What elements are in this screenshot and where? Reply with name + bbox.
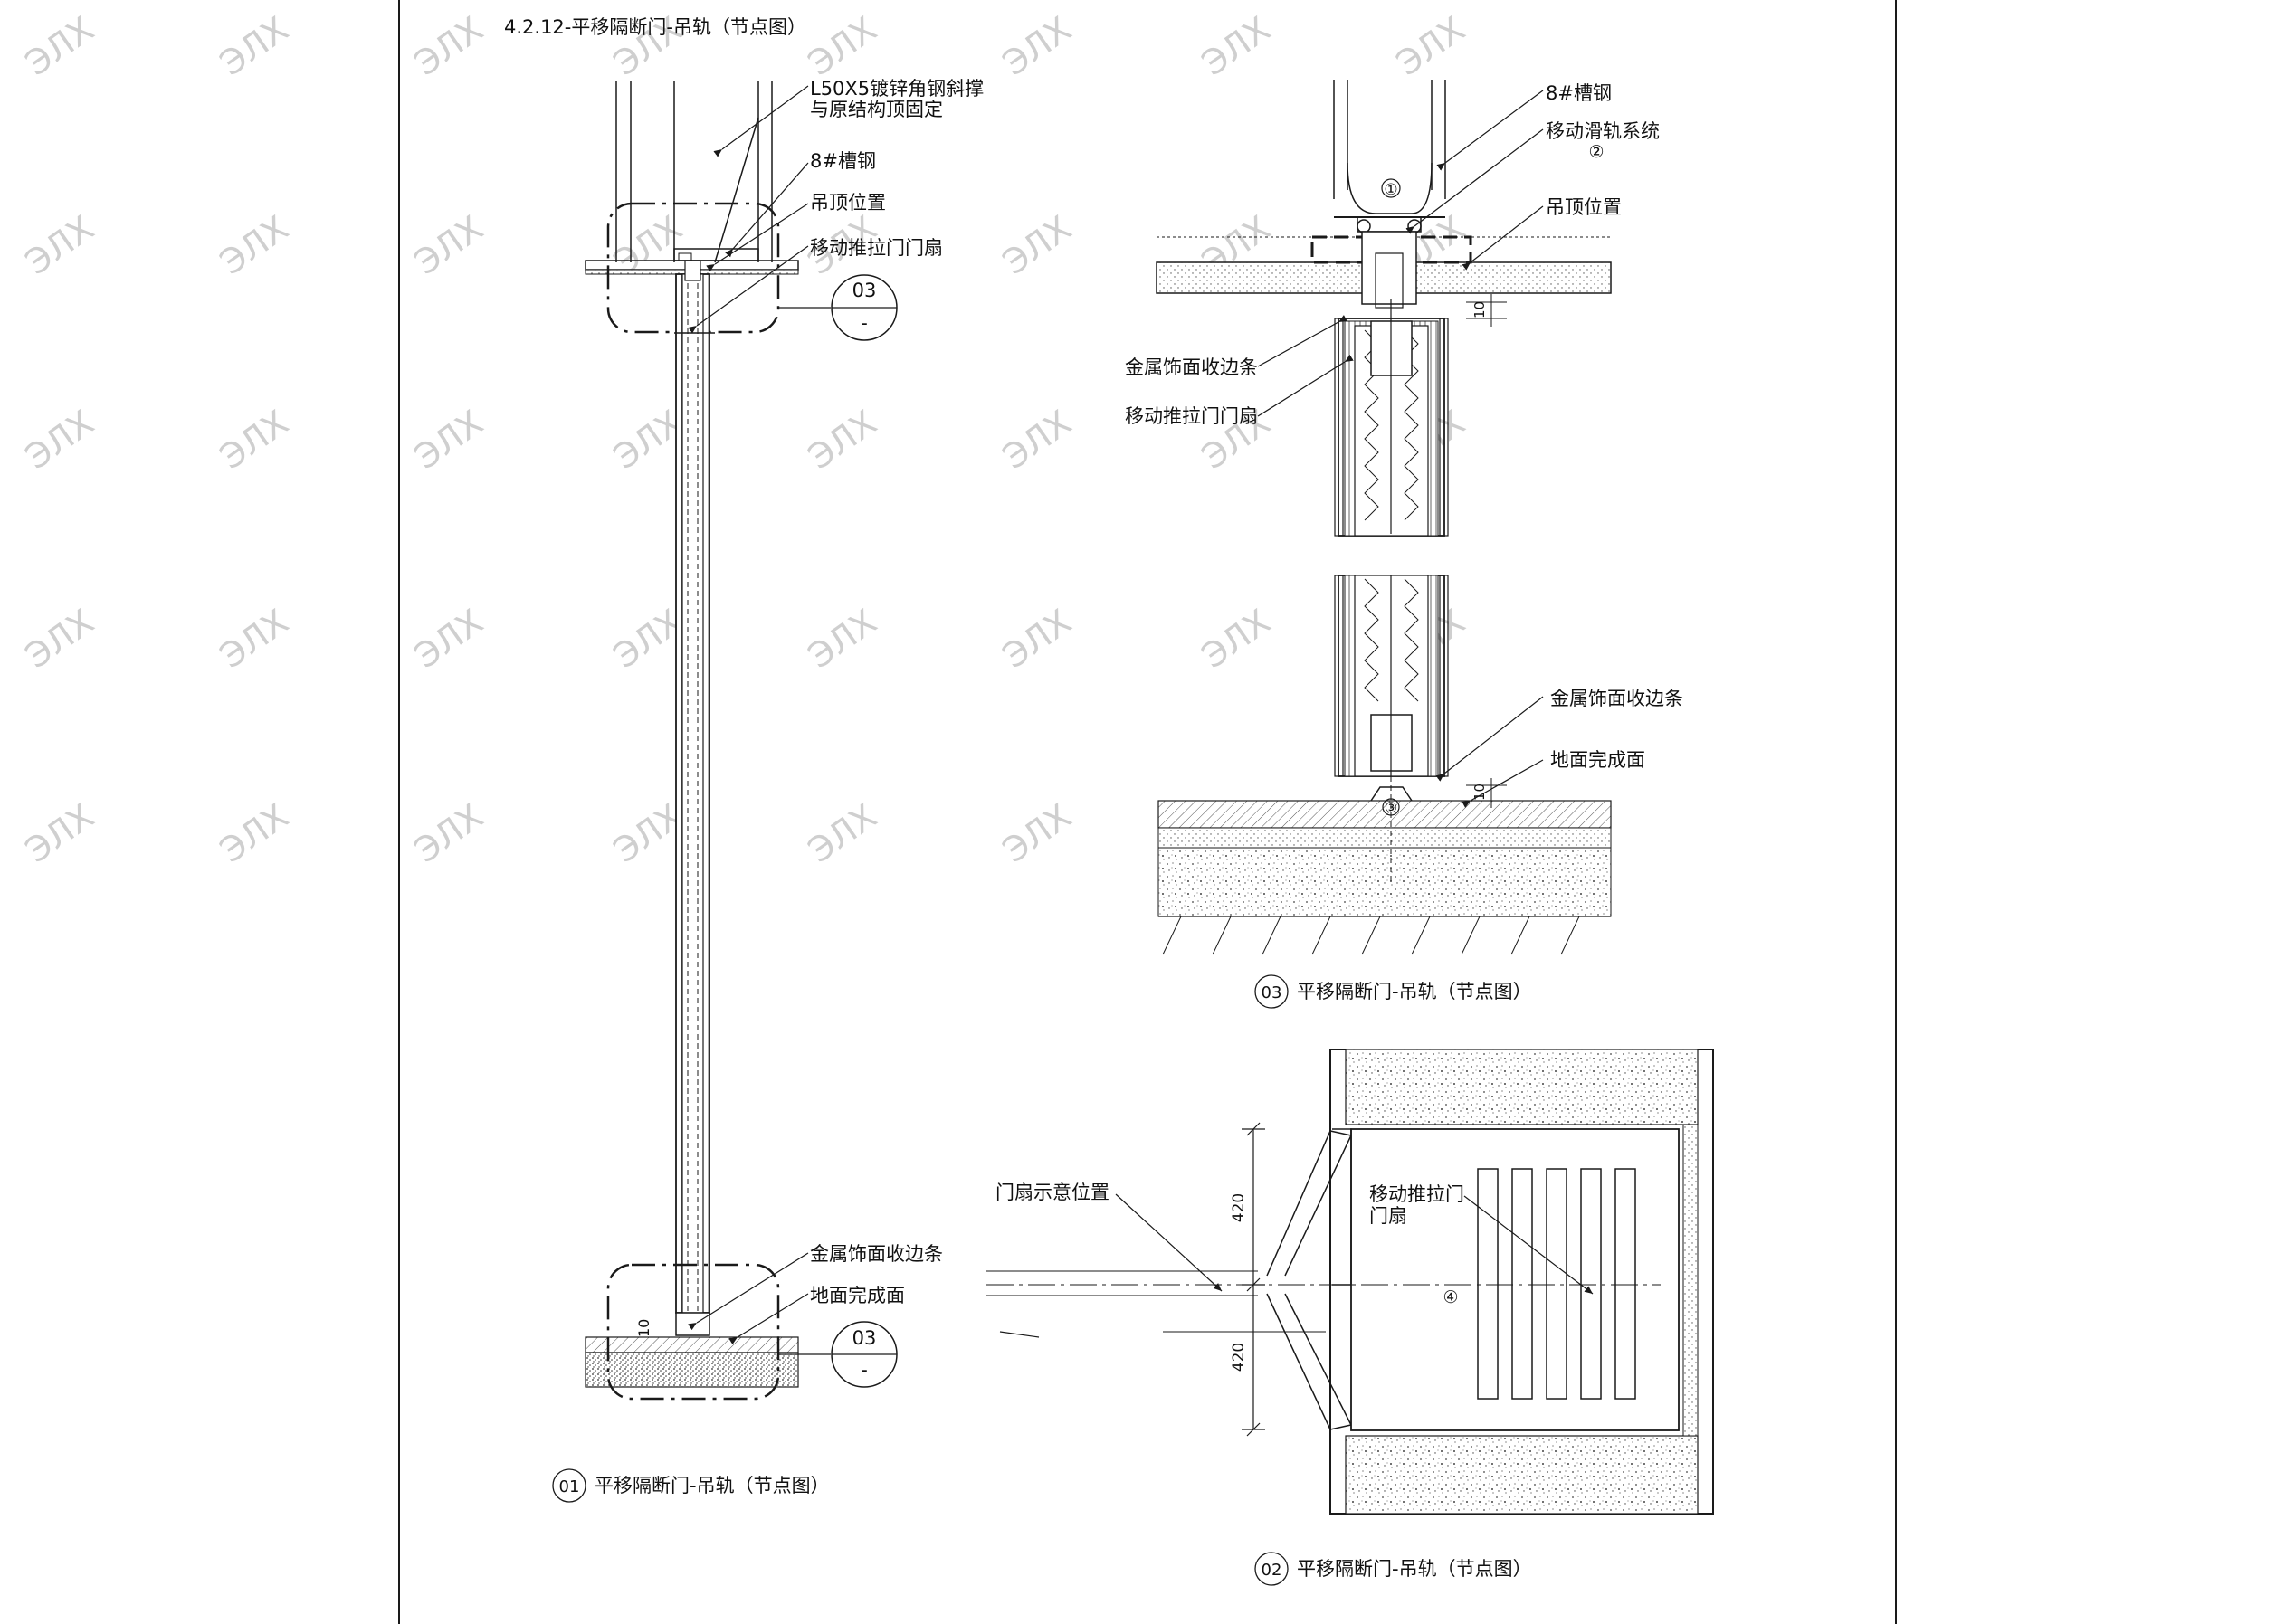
- detail-02: [986, 1049, 1714, 1586]
- detail-01: [552, 81, 898, 1503]
- watermark-mark: ЭЛХ: [407, 9, 490, 84]
- watermark-mark: ЭЛХ: [213, 208, 296, 283]
- d02-door-leaf-label-2: 门扇: [1369, 1205, 1407, 1227]
- d01-callout-bottom-sheet: -: [861, 1359, 868, 1381]
- d01-trim-label: 金属饰面收边条: [810, 1243, 943, 1265]
- d03-marker-2: ②: [1588, 142, 1604, 162]
- d03-dim-top: 10: [1471, 301, 1488, 318]
- watermark-mark: ЭЛХ: [18, 796, 101, 871]
- watermark-mark: ЭЛХ: [213, 602, 296, 677]
- d03-caption: 平移隔断门-吊轨（节点图）: [1297, 981, 1532, 1002]
- d01-caption: 平移隔断门-吊轨（节点图）: [595, 1475, 830, 1496]
- watermark-mark: ЭЛХ: [995, 208, 1079, 283]
- d02-dim-lower: 420: [1230, 1343, 1248, 1372]
- watermark-mark: ЭЛХ: [801, 796, 884, 871]
- d03-dim-bottom: 10: [1471, 784, 1488, 801]
- watermark-mark: ЭЛХ: [1195, 9, 1278, 84]
- d03-floor-label: 地面完成面: [1550, 749, 1645, 771]
- d01-callout-top-number: 03: [852, 280, 877, 301]
- watermark-mark: ЭЛХ: [18, 208, 101, 283]
- d03-trim-bottom-label: 金属饰面收边条: [1550, 688, 1683, 709]
- d03-door-leaf-label: 移动推拉门门扇: [1125, 405, 1258, 427]
- d01-dim-bottom: 10: [635, 1319, 652, 1337]
- watermark-layer: ЭЛХ ЭЛХ ЭЛХ ЭЛХ ЭЛХ ЭЛХ ЭЛХ ЭЛХ ЭЛХ ЭЛХ ЭЛХ ЭЛХ ЭЛХ Э…: [18, 9, 1472, 871]
- watermark-mark: ЭЛХ: [407, 796, 490, 871]
- d02-marker-4: ④: [1443, 1287, 1458, 1307]
- d01-caption-number: 01: [559, 1477, 580, 1496]
- detail-03: [1156, 80, 1612, 1009]
- d01-brace-label-1: L50X5镀锌角钢斜撑: [810, 78, 984, 100]
- watermark-mark: ЭЛХ: [801, 9, 884, 84]
- watermark-mark: ЭЛХ: [1195, 602, 1278, 677]
- watermark-mark: ЭЛХ: [995, 403, 1079, 478]
- d01-ceiling-label: 吊顶位置: [810, 192, 886, 214]
- watermark-mark: ЭЛХ: [1389, 9, 1472, 84]
- watermark-mark: ЭЛХ: [801, 602, 884, 677]
- watermark-mark: ЭЛХ: [213, 796, 296, 871]
- watermark-mark: ЭЛХ: [407, 602, 490, 677]
- d03-marker-3: ③: [1385, 799, 1397, 816]
- watermark-mark: ЭЛХ: [995, 796, 1079, 871]
- d01-callout-top-sheet: -: [861, 312, 868, 334]
- watermark-mark: ЭЛХ: [18, 602, 101, 677]
- d02-caption: 平移隔断门-吊轨（节点图）: [1297, 1558, 1532, 1580]
- d03-caption-number: 03: [1262, 983, 1282, 1002]
- page-title: 4.2.12-平移隔断门-吊轨（节点图）: [504, 16, 806, 38]
- d02-door-leaf-label-1: 移动推拉门: [1369, 1183, 1464, 1205]
- d02-caption-number: 02: [1262, 1561, 1282, 1580]
- watermark-mark: ЭЛХ: [801, 403, 884, 478]
- d01-callout-bottom-number: 03: [852, 1327, 877, 1349]
- d03-track-system-label: 移动滑轨系统: [1546, 120, 1660, 142]
- watermark-mark: ЭЛХ: [995, 602, 1079, 677]
- d02-door-position-label: 门扇示意位置: [995, 1182, 1109, 1203]
- d01-brace-label-2: 与原结构顶固定: [810, 99, 943, 120]
- watermark-mark: ЭЛХ: [18, 403, 101, 478]
- d02-dim-upper: 420: [1230, 1193, 1248, 1222]
- d01-door-leaf-label: 移动推拉门门扇: [810, 237, 943, 259]
- watermark-mark: ЭЛХ: [18, 9, 101, 84]
- d01-channel-label: 8#槽钢: [810, 150, 876, 172]
- d01-floor-label: 地面完成面: [810, 1285, 905, 1306]
- d03-trim-top-label: 金属饰面收边条: [1125, 356, 1258, 378]
- d03-marker-1: ①: [1384, 181, 1397, 199]
- watermark-mark: ЭЛХ: [407, 208, 490, 283]
- watermark-mark: ЭЛХ: [213, 403, 296, 478]
- d03-channel-label: 8#槽钢: [1546, 82, 1612, 104]
- watermark-mark: ЭЛХ: [995, 9, 1079, 84]
- d03-ceiling-label: 吊顶位置: [1546, 196, 1622, 218]
- watermark-mark: ЭЛХ: [213, 9, 296, 84]
- watermark-mark: ЭЛХ: [407, 403, 490, 478]
